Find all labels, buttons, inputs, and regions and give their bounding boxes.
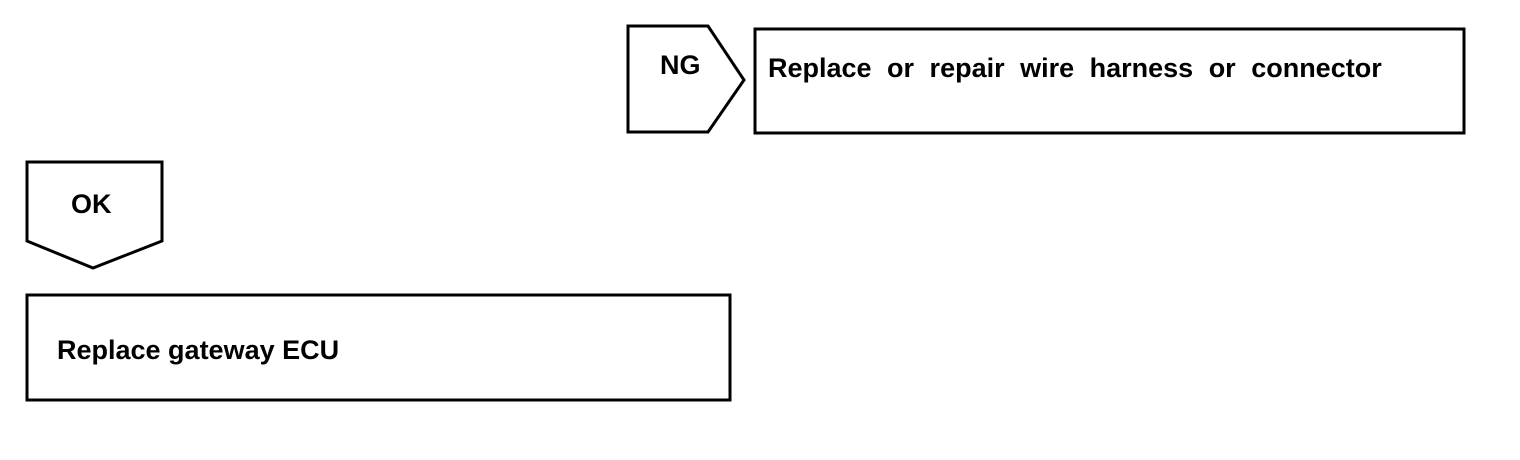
ok-result-box [25, 293, 732, 402]
ng-arrow-tab [626, 24, 746, 134]
ng-result-text: Replace or repair wire harness or connec… [768, 53, 1382, 83]
ok-label: OK [71, 189, 112, 219]
ng-result-box [753, 27, 1466, 135]
ok-result-text: Replace gateway ECU [57, 335, 340, 365]
ng-label: NG [660, 50, 701, 80]
ok-arrow-tab [25, 160, 164, 270]
